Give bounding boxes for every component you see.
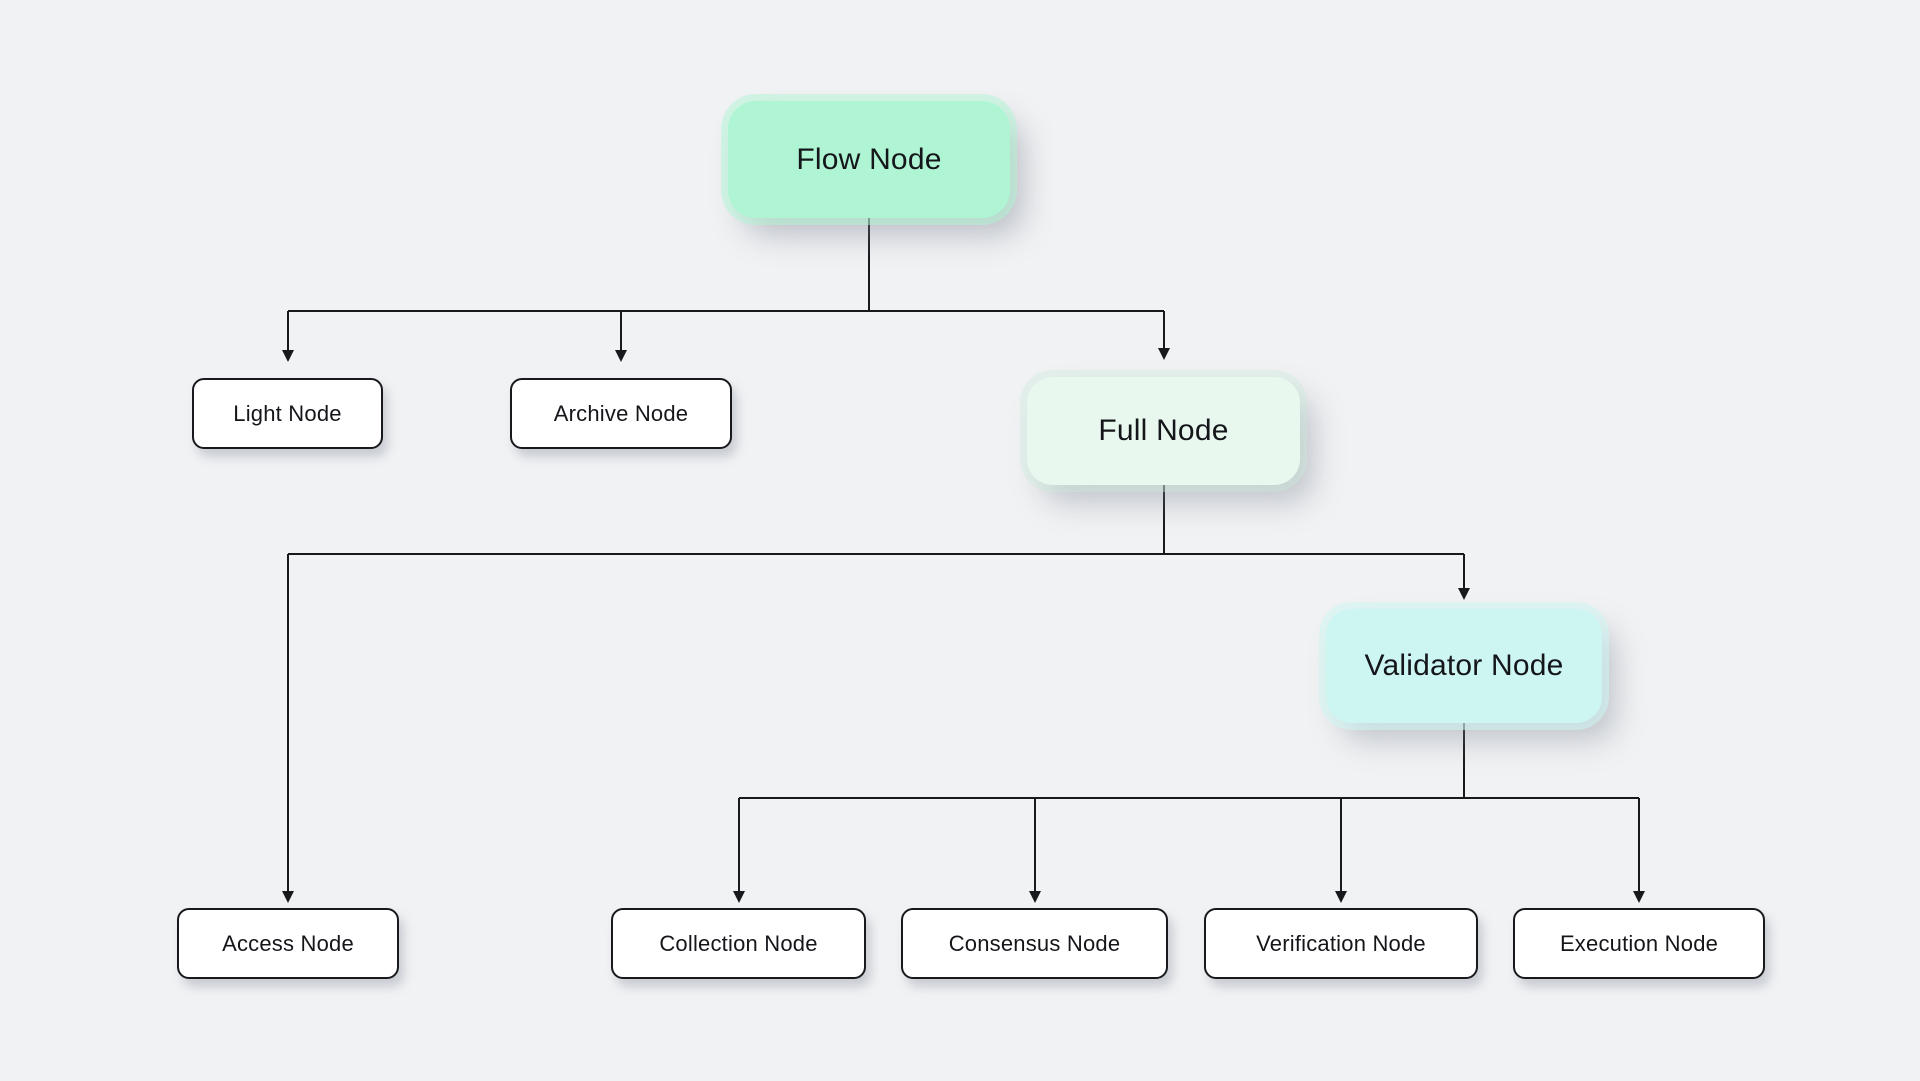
- node-collection-node[interactable]: Collection Node: [611, 908, 866, 979]
- node-access-node[interactable]: Access Node: [177, 908, 399, 979]
- node-full-node[interactable]: Full Node: [1027, 377, 1300, 485]
- node-full-node-label: Full Node: [1098, 414, 1229, 447]
- node-consensus-node-label: Consensus Node: [948, 930, 1121, 956]
- node-collection-node-label: Collection Node: [659, 930, 818, 956]
- node-validator-node-label: Validator Node: [1364, 649, 1564, 682]
- node-consensus-node[interactable]: Consensus Node: [901, 908, 1168, 979]
- node-access-node-label: Access Node: [222, 930, 354, 956]
- node-archive-node-label: Archive Node: [553, 400, 689, 426]
- node-flow-node[interactable]: Flow Node: [728, 101, 1010, 218]
- node-light-node-label: Light Node: [233, 400, 342, 426]
- node-light-node[interactable]: Light Node: [192, 378, 383, 449]
- node-verification-node[interactable]: Verification Node: [1204, 908, 1478, 979]
- node-flow-node-label: Flow Node: [796, 142, 942, 176]
- node-validator-node[interactable]: Validator Node: [1326, 609, 1602, 723]
- node-execution-node[interactable]: Execution Node: [1513, 908, 1765, 979]
- node-execution-node-label: Execution Node: [1559, 930, 1719, 956]
- node-archive-node[interactable]: Archive Node: [510, 378, 732, 449]
- node-verification-node-label: Verification Node: [1256, 930, 1426, 956]
